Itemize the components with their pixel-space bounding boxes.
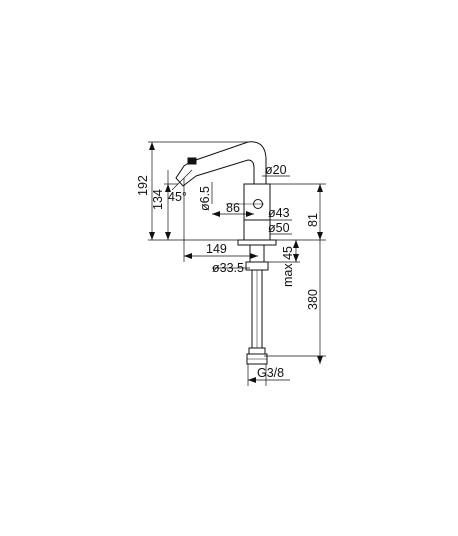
label-thread: G3/8 — [257, 366, 284, 380]
faucet-outline — [171, 141, 277, 365]
hose-fitting — [248, 347, 266, 355]
label-aerator-dia: ø6.5 — [198, 186, 212, 211]
label-deck-max: max 45 — [281, 246, 295, 287]
fixing-nut — [245, 261, 269, 271]
label-hose-len: 380 — [306, 289, 320, 310]
label-h-spout: 134 — [151, 189, 165, 210]
label-angle: 45° — [168, 190, 187, 204]
label-body-dia: ø43 — [268, 206, 290, 220]
label-h-body: 81 — [306, 213, 320, 227]
dimension-labels: 192 134 45° ø6.5 ø20 86 ø43 ø50 81 149 m… — [136, 163, 320, 380]
label-reach-total: 149 — [206, 242, 227, 256]
label-shank-dia: ø33.5 — [212, 261, 244, 275]
dimension-arrows — [149, 142, 323, 383]
spout-ring — [187, 157, 197, 165]
base-flange — [243, 219, 271, 241]
label-spout-tube-dia: ø20 — [265, 163, 287, 177]
label-reach-inner: 86 — [226, 201, 240, 215]
aerator-centerline — [171, 169, 193, 191]
label-base-dia: ø50 — [268, 221, 290, 235]
shank — [249, 245, 265, 263]
spout-arm — [189, 141, 267, 184]
deck-plate — [237, 239, 277, 246]
label-h-total: 192 — [136, 175, 150, 196]
aerator-tip — [175, 161, 197, 187]
